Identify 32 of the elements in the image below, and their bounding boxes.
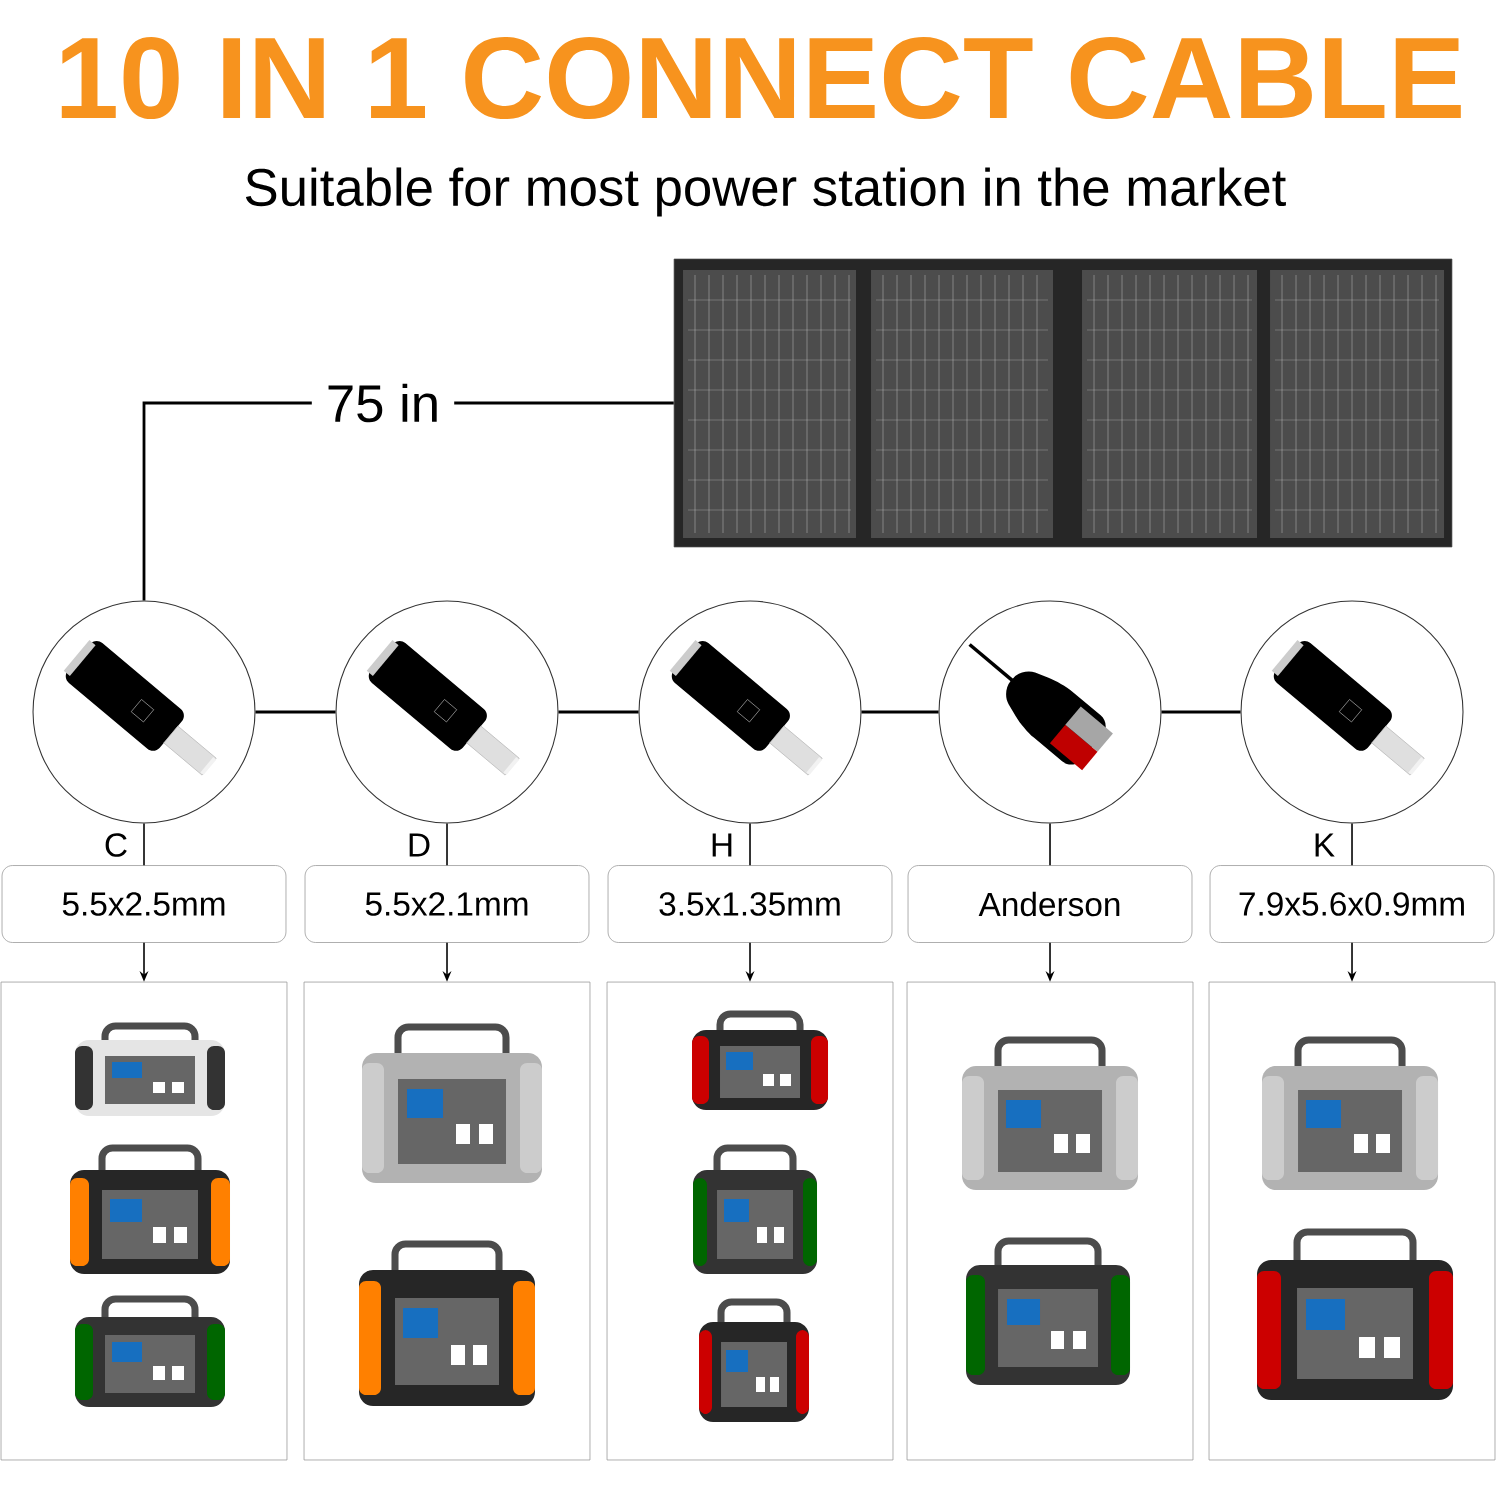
product-panel — [303, 981, 591, 1461]
connector-line — [255, 710, 336, 714]
product-panel — [606, 981, 894, 1461]
product-panel — [1208, 981, 1496, 1461]
connector-line — [749, 822, 751, 866]
connector-line — [143, 822, 145, 866]
connector-letter: K — [1315, 833, 1335, 857]
connector-plug-drawing — [638, 600, 862, 824]
size-label-box: 5.5x2.5mm — [1, 865, 287, 943]
solar-panel-drawing — [673, 258, 1453, 548]
connector-plug-drawing — [938, 600, 1162, 824]
connector-line — [1161, 710, 1241, 714]
connector-line — [446, 822, 448, 866]
connector-line — [1049, 822, 1051, 866]
product-panel — [906, 981, 1194, 1461]
connector-line — [1351, 822, 1353, 866]
size-label-box: 5.5x2.1mm — [304, 865, 590, 943]
size-label-box: 7.9x5.6x0.9mm — [1209, 865, 1495, 943]
connector-line — [861, 710, 939, 714]
connector-letter: C — [105, 833, 127, 857]
product-panel — [0, 981, 288, 1461]
connector-line — [558, 710, 639, 714]
connector-letter: H — [712, 833, 732, 857]
size-label-box: 3.5x1.35mm — [607, 865, 893, 943]
edge-label: 75 in — [311, 377, 455, 429]
connector-plug-drawing — [32, 600, 256, 824]
connector-plug-drawing — [1240, 600, 1464, 824]
size-label-box: Anderson — [907, 865, 1193, 943]
connector-plug-drawing — [335, 600, 559, 824]
subtitle: Suitable for most power station in the market — [245, 167, 1286, 217]
connector-letter: D — [409, 833, 430, 857]
title: 10 IN 1 CONNECT CABLE — [61, 36, 1461, 120]
